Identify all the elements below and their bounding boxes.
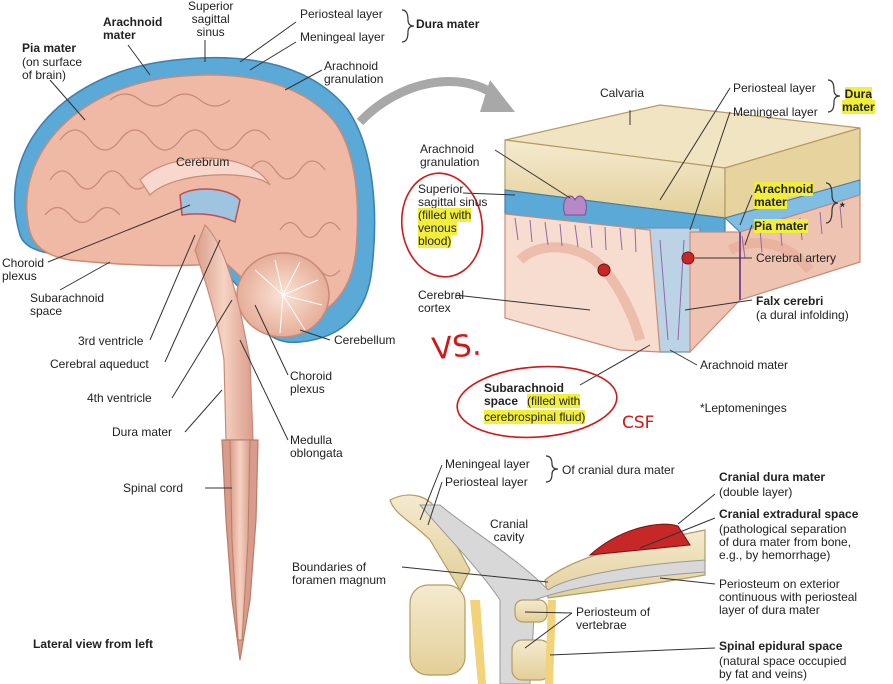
- label-pia-note: (on surface of brain): [22, 55, 83, 82]
- label-spinal-cord: Spinal cord: [123, 481, 184, 495]
- label-choroid-plexus-lower: Choroid plexus: [290, 369, 333, 396]
- label-arachnoid-mater-right: Arachnoid mater: [754, 182, 814, 209]
- label-falx-note: (a dural infolding): [756, 308, 849, 322]
- label-dura-mater-right: Dura mater: [842, 87, 875, 114]
- label-medulla: Medulla oblongata: [290, 433, 343, 460]
- cerebral-artery-vessel: [681, 251, 695, 265]
- label-cranial-cavity: Cranial cavity: [490, 517, 529, 544]
- label-cerebral-artery: Cerebral artery: [756, 251, 837, 265]
- label-cranial-dura-mater: Cranial dura mater: [719, 470, 826, 484]
- foramen-magnum-section: [389, 494, 706, 684]
- label-cranial-extradural: Cranial extradural space: [719, 507, 859, 521]
- label-choroid-plexus-left: Choroid plexus: [2, 256, 45, 283]
- braces: [401, 9, 841, 483]
- label-meningeal-bottom: Meningeal layer: [445, 457, 530, 471]
- meninges-block: [504, 104, 861, 354]
- label-arachnoid-granulation-right: Arachnoid granulation: [420, 142, 480, 169]
- label-pia-mater-right: Pia mater: [754, 219, 809, 233]
- annotation-vs: VS.: [430, 327, 483, 368]
- label-periosteum-vertebrae: Periosteum of vertebrae: [576, 605, 651, 632]
- label-arachnoid-mater-right2: Arachnoid mater: [700, 358, 789, 372]
- label-dura-mater-lower: Dura mater: [112, 425, 173, 439]
- label-boundaries: Boundaries of foramen magnum: [292, 560, 387, 587]
- label-third-ventricle: 3rd ventricle: [78, 334, 144, 348]
- label-fourth-ventricle: 4th ventricle: [87, 391, 152, 405]
- label-arachnoid-granulation-left: Arachnoid granulation: [324, 59, 384, 86]
- label-csf-note-1: (filled with: [527, 394, 581, 408]
- label-periosteum-exterior: Periosteum on exterior continuous with p…: [719, 577, 858, 617]
- label-csf-note-2: cerebrospinal fluid): [484, 410, 586, 424]
- spinal-cord-shape: [229, 439, 251, 641]
- arbor-vitae: [254, 259, 323, 334]
- label-cerebrum: Cerebrum: [176, 155, 230, 169]
- label-meningeal-left: Meningeal layer: [300, 30, 385, 44]
- hemorrhage-region: [588, 523, 691, 556]
- zoom-arrow: [356, 77, 515, 126]
- leader-lines: [47, 21, 753, 656]
- label-subarachnoid-space-right: Subarachnoid space: [484, 381, 565, 408]
- label-epidural-note: (natural space occupied by fat and veins…: [719, 654, 847, 681]
- label-extradural-note: (pathological separation of dura mater f…: [719, 522, 852, 562]
- label-periosteal-bottom: Periosteal layer: [445, 475, 528, 489]
- label-cerebellum: Cerebellum: [334, 333, 396, 347]
- label-lateral-view: Lateral view from left: [33, 637, 154, 651]
- label-calvaria: Calvaria: [600, 86, 645, 100]
- label-periosteal-right: Periosteal layer: [733, 81, 816, 95]
- label-asterisk: *: [840, 200, 845, 214]
- label-arachnoid-mater-left: Arachnoid mater: [103, 15, 163, 42]
- label-cerebral-aqueduct: Cerebral aqueduct: [50, 357, 149, 371]
- handwritten-annotations: [400, 172, 618, 439]
- annotation-csf: CSF: [622, 413, 655, 433]
- third-ventricle-shape: [179, 188, 241, 224]
- label-cerebral-cortex: Cerebral cortex: [418, 288, 465, 315]
- label-falx-cerebri: Falx cerebri: [756, 294, 824, 308]
- label-superior-sinus-right: Superior sagittal sinus: [418, 182, 488, 209]
- label-meningeal-right: Meningeal layer: [733, 105, 818, 119]
- corpus-callosum: [139, 157, 271, 196]
- label-leptomeninges: *Leptomeninges: [700, 401, 787, 415]
- label-double-layer: (double layer): [719, 485, 793, 499]
- label-superior-sinus-left: Superior sagittal sinus: [188, 0, 234, 39]
- vessel-front: [597, 263, 611, 277]
- label-spinal-epidural: Spinal epidural space: [719, 639, 843, 653]
- arachnoid-granulation-bump: [563, 195, 587, 216]
- label-periosteal-left: Periosteal layer: [300, 7, 383, 21]
- label-dura-mater-left: Dura mater: [416, 17, 480, 31]
- label-of-cranial-dura: Of cranial dura mater: [562, 463, 675, 477]
- label-pia-mater-left: Pia mater: [22, 41, 77, 55]
- label-sinus-note: (filled with venous blood): [418, 208, 472, 248]
- label-subarachnoid-space-left: Subarachnoid space: [30, 291, 105, 318]
